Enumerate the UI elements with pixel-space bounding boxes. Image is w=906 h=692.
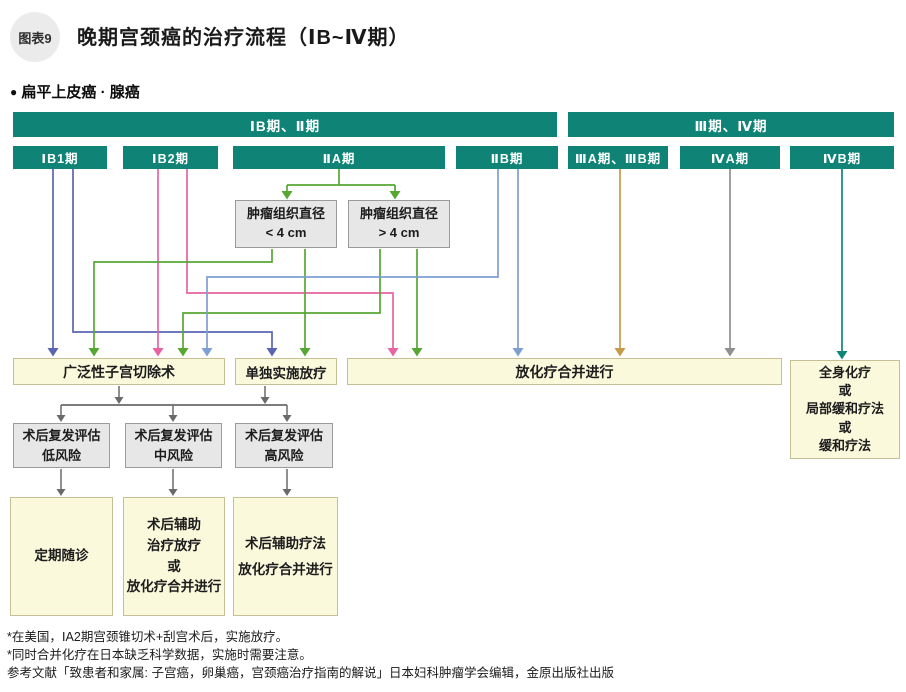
surgery-box: 广泛性子宫切除术	[13, 358, 225, 385]
risk-mid-box: 术后复发评估 中风险	[125, 423, 222, 468]
stage-iva: ⅣA期	[680, 146, 780, 169]
tumor-size-large-box: 肿瘤组织直径 > 4 cm	[348, 200, 450, 248]
risk-low-box: 术后复发评估 低风险	[13, 423, 110, 468]
figure-badge: 图表9	[10, 12, 60, 62]
chemoradiotherapy-box: 放化疗合并进行	[347, 358, 782, 385]
reference-line: 参考文献「致患者和家属: 子宫癌，卵巢癌，宫颈癌治疗指南的解说」日本妇科肿瘤学会…	[7, 666, 614, 680]
bullet-icon: ●	[10, 85, 18, 99]
stage-ivb: ⅣB期	[790, 146, 894, 169]
systemic-therapy-box: 全身化疗 或 局部缓和疗法 或 缓和疗法	[790, 360, 900, 459]
risk-high-box: 术后复发评估 高风险	[235, 423, 333, 468]
footnote-2: *同时合并化疗在日本缺乏科学数据，实施时需要注意。	[7, 648, 312, 662]
adjuvant-high-box: 术后辅助疗法 放化疗合并进行	[233, 497, 338, 616]
stage-iiia-iiib: ⅢA期、ⅢB期	[568, 146, 668, 169]
figure-title: 晚期宫颈癌的治疗流程（ⅠB~Ⅳ期）	[77, 27, 410, 49]
stage-ib1: ⅠB1期	[13, 146, 107, 169]
adjuvant-mid-box: 术后辅助 治疗放疗 或 放化疗合并进行	[123, 497, 225, 616]
stage-iia: ⅡA期	[233, 146, 445, 169]
followup-box: 定期随诊	[10, 497, 113, 616]
stage-iib: ⅡB期	[456, 146, 558, 169]
section-header: ● 扁平上皮癌 · 腺癌	[10, 81, 140, 102]
stage-ib2: ⅠB2期	[123, 146, 218, 169]
group-bar-ib-ii: ⅠB期、Ⅱ期	[13, 112, 557, 137]
section-label: 扁平上皮癌 · 腺癌	[21, 84, 140, 101]
group-bar-iii-iv: Ⅲ期、Ⅳ期	[568, 112, 894, 137]
footnote-1: *在美国，ⅠA2期宫颈锥切术+刮宫术后，实施放疗。	[7, 630, 289, 644]
tumor-size-small-box: 肿瘤组织直径 < 4 cm	[235, 200, 337, 248]
radiotherapy-alone-box: 单独实施放疗	[235, 358, 337, 385]
